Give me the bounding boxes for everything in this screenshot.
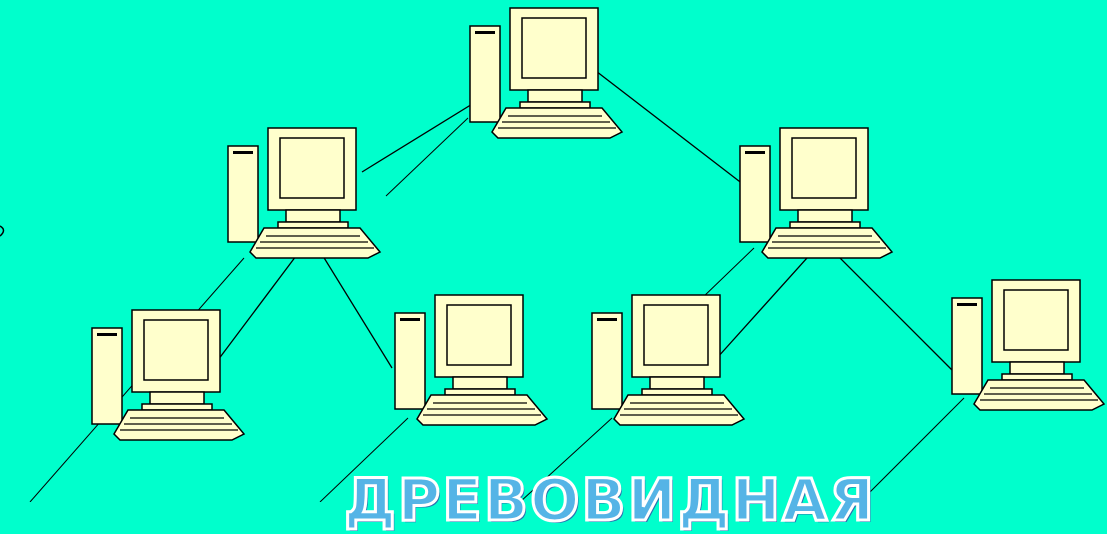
decorative-line <box>519 417 613 503</box>
connection-line-pc-mid-left-pc-leaf-2 <box>317 247 393 369</box>
diagram-title: ДРЕВОВИДНАЯ <box>343 466 876 534</box>
pc-leaf-1-computer-icon <box>91 309 246 441</box>
network-diagram-canvas <box>0 7 1106 503</box>
decorative-line <box>319 417 409 503</box>
connection-line-pc-root-pc-mid-left <box>361 97 483 173</box>
connection-line-pc-mid-left-pc-leaf-1 <box>211 247 303 369</box>
pc-leaf-2-computer-icon <box>394 294 549 426</box>
decorative-line <box>859 397 965 503</box>
decorative-line <box>385 117 469 197</box>
pc-leaf-3-computer-icon <box>591 294 746 426</box>
connection-line-pc-root-pc-mid-right <box>591 67 749 189</box>
pc-mid-left-computer-icon <box>227 127 382 259</box>
decorative-line <box>699 247 755 301</box>
pc-mid-right-computer-icon <box>739 127 894 259</box>
connection-line-pc-mid-right-pc-leaf-4 <box>829 247 953 371</box>
pc-leaf-4-computer-icon <box>951 279 1106 411</box>
edge-fragment-shape <box>0 225 5 237</box>
pc-root-computer-icon <box>469 7 624 139</box>
connection-line-pc-mid-right-pc-leaf-3 <box>707 247 817 369</box>
tree-topology-diagram: ДРЕВОВИДНАЯ <box>0 7 1106 532</box>
